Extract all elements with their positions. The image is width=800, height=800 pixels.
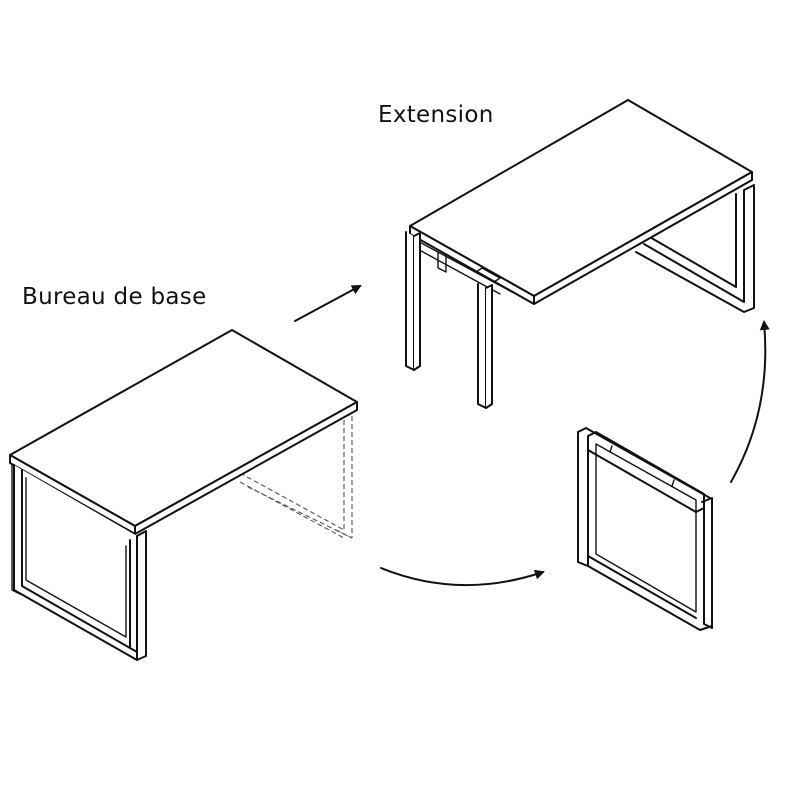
extension-back-leg	[635, 184, 755, 313]
label-extension: Extension	[378, 102, 494, 128]
loose-sled-leg-illustration	[577, 427, 713, 631]
base-desk-tabletop	[9, 329, 358, 535]
arrow-leg-to-extension	[730, 320, 770, 483]
label-bureau-de-base: Bureau de base	[22, 284, 207, 310]
arrow-to-extension	[294, 285, 362, 322]
extension-tabletop	[409, 99, 753, 305]
extension-front-left-leg	[405, 231, 421, 371]
base-desk-front-leg	[13, 464, 147, 661]
extension-connector-rail	[411, 237, 513, 295]
arrow-to-loose-leg	[380, 567, 545, 586]
base-desk-illustration	[9, 329, 358, 661]
extension-desk-illustration	[405, 99, 755, 409]
base-desk-dashed-leg	[239, 408, 353, 539]
extension-front-right-leg	[477, 283, 493, 409]
